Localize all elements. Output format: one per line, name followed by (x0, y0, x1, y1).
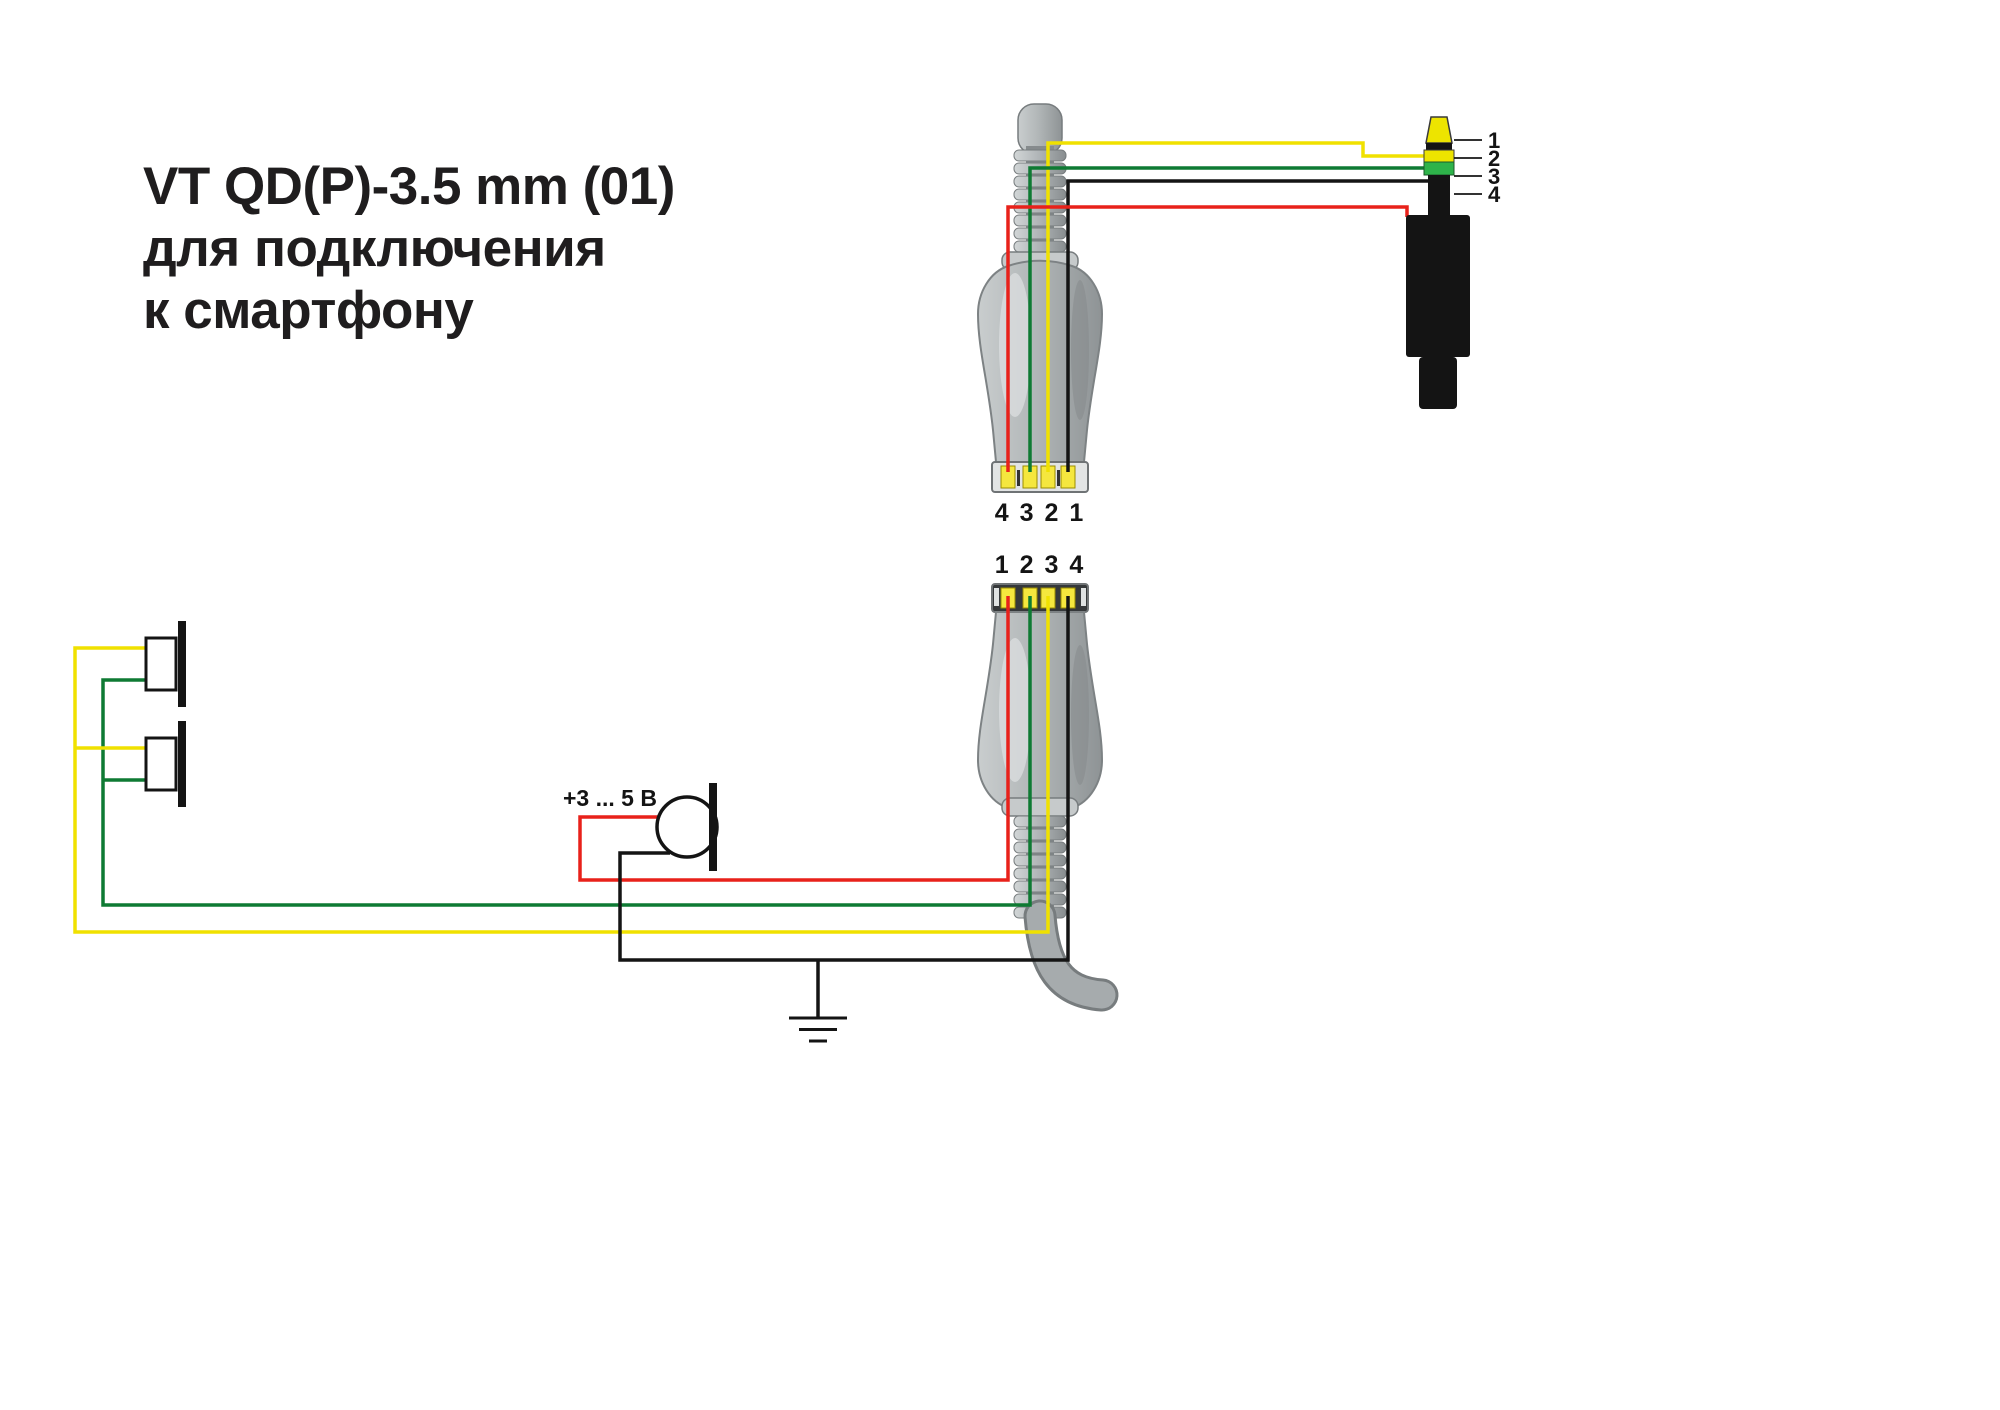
wire-top-green (1028, 166, 1425, 472)
jack-body (1406, 215, 1470, 357)
bottom-body-highlight (999, 638, 1031, 782)
diagram-title: VT QD(P)-3.5 mm (01) для подключения к с… (143, 156, 675, 342)
wire-top-yellow (1046, 141, 1425, 472)
bottom-housing-notch (1081, 588, 1086, 606)
top-connector-pin-labels: 4 3 2 1 (995, 499, 1085, 527)
wire-bottom-red-mic (578, 596, 1010, 882)
title-line-1: VT QD(P)-3.5 mm (01) (143, 157, 675, 216)
jack-sleeve-neck (1428, 175, 1450, 217)
jack-ring-green (1423, 161, 1455, 176)
wire-top-black (1066, 179, 1429, 472)
top-body-highlight (999, 273, 1031, 417)
jack-tip (1425, 116, 1453, 144)
speaker-bottom-plate (178, 721, 186, 807)
bottom-housing-notch (994, 588, 999, 606)
speaker-bottom-body (144, 736, 178, 792)
bottom-body-shadow (1071, 645, 1089, 785)
bottom-connector-pin-labels: 1 2 3 4 (995, 551, 1085, 579)
speaker-bottom (144, 721, 186, 807)
speaker-top-body (144, 636, 178, 692)
wire-bottom-yellow (73, 596, 1050, 934)
speaker-top-plate (178, 621, 186, 707)
bottom-qd-connector: 1 2 3 4 (976, 551, 1119, 1012)
jack-ring-yellow (1423, 149, 1455, 163)
title-line-2: для подключения (143, 219, 606, 278)
top-contact-slot (1057, 470, 1060, 486)
top-body-shadow (1071, 280, 1089, 420)
ground-symbol (789, 1016, 847, 1043)
jack-pin-leaders (1454, 139, 1482, 195)
jack-pin-1-label: 1 (1488, 128, 1500, 153)
top-contact-slot (1017, 470, 1020, 486)
microphone-capsule (655, 795, 719, 859)
wire-top-red (1006, 205, 1409, 472)
microphone: +3 ... 5 В (563, 783, 719, 871)
jack-pin-3-label: 3 (1488, 164, 1500, 189)
title-line-3: к смартфону (143, 281, 474, 340)
speaker-top (144, 621, 186, 707)
jack-separator-1 (1426, 143, 1452, 150)
jack-pin-2-label: 2 (1488, 146, 1500, 171)
trrs-jack-35mm: 1 2 3 4 (1406, 116, 1501, 409)
jack-body-lower (1419, 357, 1457, 409)
top-contacts (1000, 465, 1076, 489)
wire-bottom-green (101, 596, 1032, 907)
jack-pin-4-label: 4 (1488, 182, 1501, 207)
wire-bottom-black (618, 596, 1070, 962)
microphone-plate (709, 783, 717, 871)
mic-voltage-label: +3 ... 5 В (563, 785, 657, 811)
